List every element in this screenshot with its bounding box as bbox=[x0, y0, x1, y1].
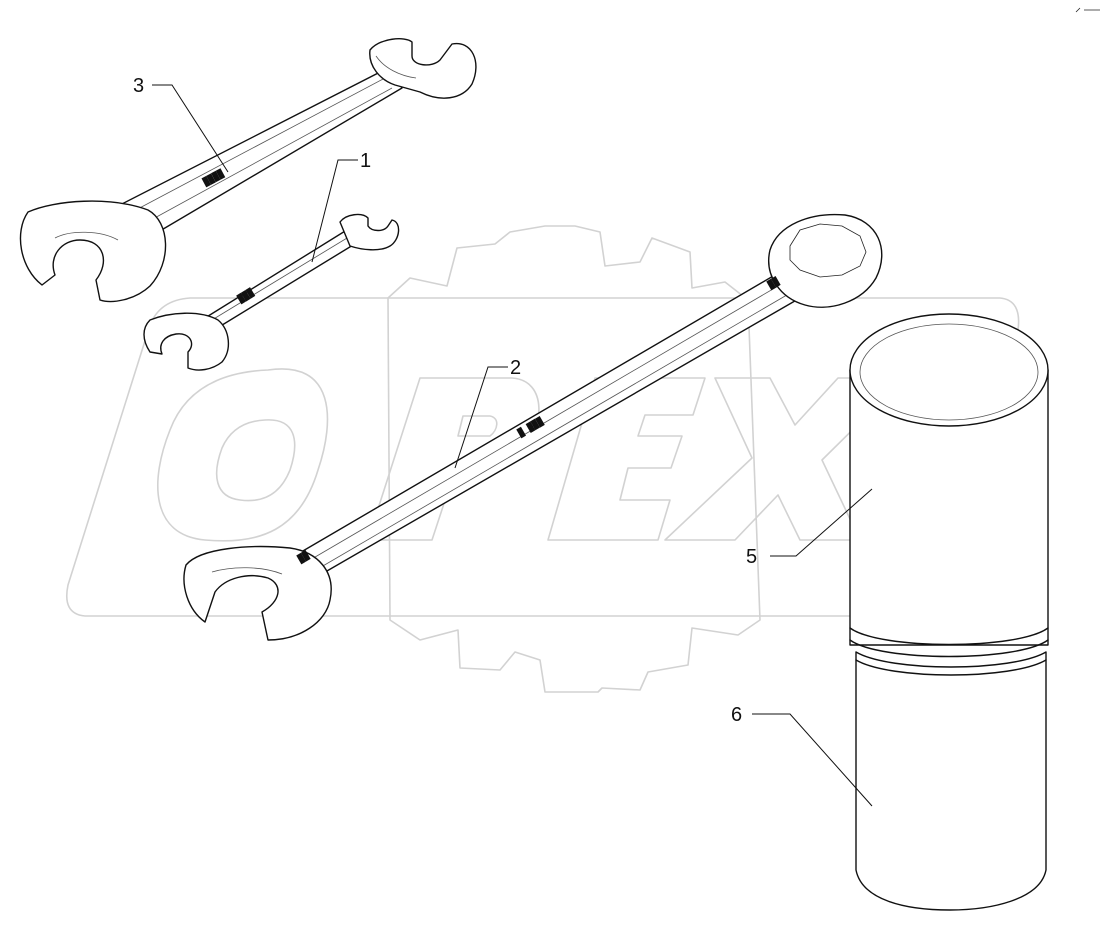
watermark-gear-icon bbox=[387, 225, 761, 693]
leader-line-1 bbox=[311, 159, 358, 263]
combination-wrench-ring-end bbox=[768, 213, 883, 308]
small-open-end-wrench-icon: ███ bbox=[143, 213, 400, 371]
leader-line-6 bbox=[752, 713, 873, 807]
watermark-letter-e bbox=[547, 377, 706, 541]
large-wrench-head-small bbox=[369, 38, 477, 99]
leader-lines bbox=[152, 84, 873, 807]
callout-5: 5 bbox=[746, 546, 757, 568]
tool-case-lid-icon bbox=[849, 313, 1049, 658]
callout-2: 2 bbox=[510, 357, 521, 379]
combination-wrench-ring-hole bbox=[789, 223, 867, 278]
callout-3: 3 bbox=[133, 75, 144, 97]
combination-wrench-icon: █ ███ ██ ██ bbox=[183, 213, 883, 641]
callouts: 1 2 3 5 6 bbox=[133, 75, 757, 726]
watermark-letter-o bbox=[156, 368, 329, 542]
small-wrench-head-large bbox=[143, 312, 229, 371]
leader-line-3 bbox=[152, 84, 229, 173]
tool-case-body-icon bbox=[855, 651, 1047, 911]
large-open-end-wrench-icon: ████ bbox=[19, 38, 477, 303]
watermark-letters bbox=[156, 368, 906, 542]
callout-1: 1 bbox=[360, 150, 371, 172]
combination-wrench-open-end bbox=[183, 545, 332, 641]
large-wrench-head-large bbox=[19, 200, 167, 303]
watermark-letter-o-inner bbox=[215, 419, 296, 502]
callout-6: 6 bbox=[731, 704, 742, 726]
leader-line-5 bbox=[770, 488, 873, 557]
leader-line-2 bbox=[454, 366, 508, 469]
watermark-letter-p-inner bbox=[457, 415, 498, 437]
corner-mark-icon bbox=[1075, 7, 1100, 13]
small-wrench-head-small bbox=[339, 213, 400, 251]
